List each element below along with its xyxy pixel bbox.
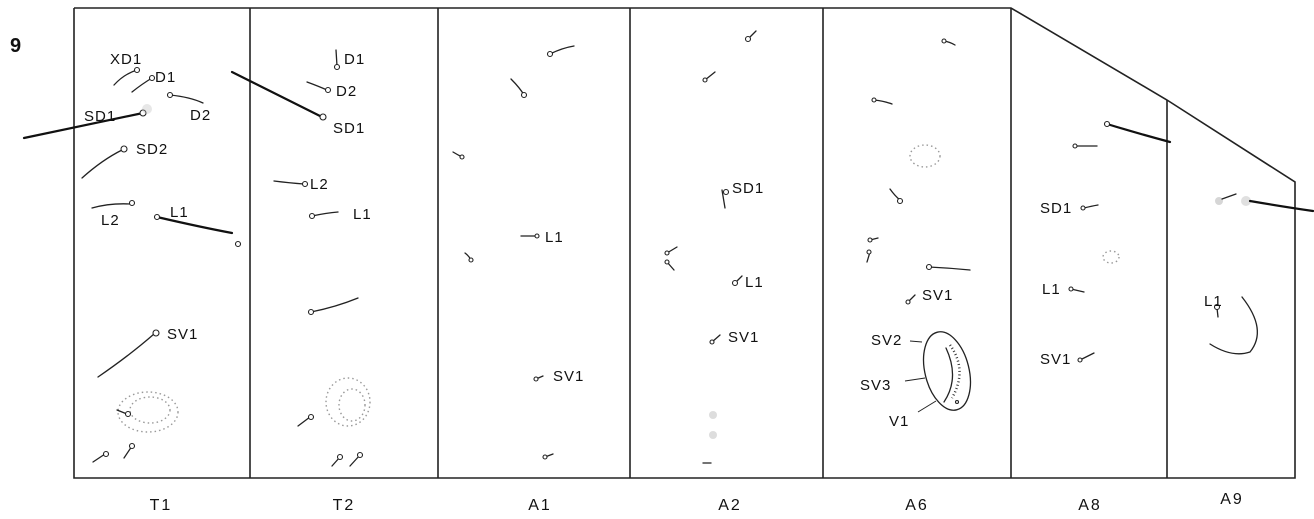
segment-t1-setae: XD1 D1 D2 SD1 SD2 L2 L1 SV1: [22, 51, 242, 463]
label-t1-d1: D1: [155, 69, 176, 86]
segment-t2-setae: D1 D2 SD1 L2 L1: [230, 49, 372, 467]
label-a1-l1: L1: [545, 229, 564, 246]
segment-a8-setae: SD1 L1 SV1: [1040, 120, 1172, 368]
label-a2-l1: L1: [745, 274, 764, 291]
label-a6-sv3: SV3: [860, 377, 891, 394]
label-t1-d2: D2: [190, 107, 211, 124]
label-a6-sv2: SV2: [871, 332, 902, 349]
segment-a1-setae: L1 SV1: [452, 45, 584, 460]
label-t2-d2: D2: [336, 83, 357, 100]
segment-captions: T1 T2 A1 A2 A6 A8 A9: [150, 491, 1244, 514]
segment-a9-setae: L1: [1204, 193, 1314, 355]
label-t1-xd1: XD1: [110, 51, 142, 68]
segment-label-a9: A9: [1220, 491, 1244, 508]
label-a6-sv1: SV1: [922, 287, 953, 304]
segment-label-t1: T1: [150, 497, 173, 514]
label-a1-sv1: SV1: [553, 368, 584, 385]
segment-a6-setae: SV1 SV2 SV3 V1: [860, 38, 972, 430]
label-t1-sd2: SD2: [136, 141, 168, 158]
segment-label-a6: A6: [905, 497, 929, 514]
label-a6-v1: V1: [889, 413, 909, 430]
figure-number: 9: [10, 35, 21, 57]
label-t1-sv1: SV1: [167, 326, 198, 343]
label-t1-l1: L1: [170, 204, 189, 221]
label-t1-sd1: SD1: [84, 108, 116, 125]
label-a8-sv1: SV1: [1040, 351, 1071, 368]
segment-label-a1: A1: [528, 497, 552, 514]
label-a2-sd1: SD1: [732, 180, 764, 197]
segment-label-a2: A2: [718, 497, 742, 514]
segment-label-t2: T2: [333, 497, 356, 514]
segment-frame: [73, 7, 1296, 479]
segment-label-a8: A8: [1078, 497, 1102, 514]
label-t2-sd1: SD1: [333, 120, 365, 137]
label-a8-l1: L1: [1042, 281, 1061, 298]
label-a8-sd1: SD1: [1040, 200, 1072, 217]
label-t2-l2: L2: [310, 176, 329, 193]
label-t1-l2: L2: [101, 212, 120, 229]
label-t2-l1: L1: [353, 206, 372, 223]
label-a2-sv1: SV1: [728, 329, 759, 346]
label-a9-l1: L1: [1204, 293, 1223, 310]
label-t2-d1: D1: [344, 51, 365, 68]
segment-a2-setae: SD1 L1 SV1: [664, 30, 764, 464]
